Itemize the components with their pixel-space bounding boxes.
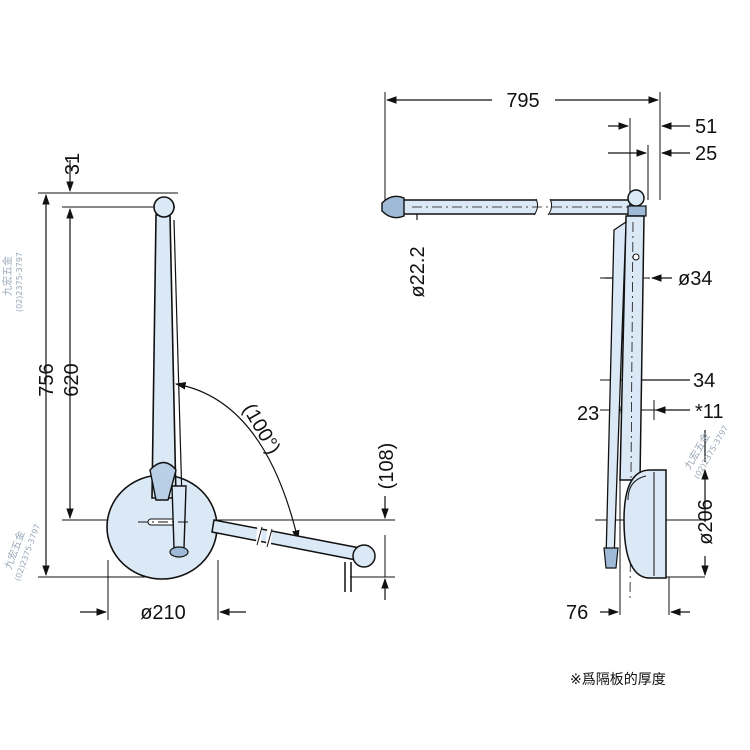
dim-25-label: 25 <box>695 143 717 165</box>
dim-206-label: ø206 <box>695 499 717 545</box>
dim-620-label: 620 <box>61 363 83 396</box>
dim-100deg-label: (100°) <box>238 400 284 458</box>
svg-text:九宏五金: 九宏五金 <box>1 256 14 296</box>
dim-210-label: ø210 <box>140 602 186 624</box>
svg-text:(02)2375-3797: (02)2375-3797 <box>15 252 24 312</box>
dim-23-label: 23 <box>577 403 599 425</box>
dim-795-label: 795 <box>506 90 539 112</box>
footnote: ※爲隔板的厚度 <box>570 672 666 688</box>
dim-34-dia-label: ø34 <box>678 268 712 290</box>
horizontal-rod <box>381 195 631 219</box>
watermark-right: 九宏五金 (02)2375-3797 <box>681 424 730 480</box>
dim-22-2-label: ø22.2 <box>407 246 429 297</box>
dim-11-label: *11 <box>695 401 724 423</box>
side-dimension-lines <box>385 96 709 616</box>
side-base-disc <box>623 469 667 579</box>
dim-108-label: (108) <box>376 443 398 490</box>
dim-34-label: 34 <box>693 370 715 392</box>
dim-51-label: 51 <box>695 116 717 138</box>
vertical-arm <box>149 196 189 558</box>
watermark-left-bottom: 九宏五金 (02)2375-3797 <box>2 523 42 582</box>
dim-756-label: 756 <box>36 363 58 396</box>
side-vertical-arm <box>603 189 647 601</box>
front-view: 31 756 620 (100°) (108) ø210 <box>36 153 398 624</box>
dim-76-label: 76 <box>566 602 588 624</box>
side-view: 795 51 25 ø22.2 ø34 34 23 *11 ø206 76 <box>381 90 724 624</box>
dim-31-label: 31 <box>62 153 84 175</box>
watermark-left-top: 九宏五金 (02)2375-3797 <box>1 252 24 312</box>
front-dimension-lines <box>42 160 389 616</box>
swing-rod <box>211 519 376 592</box>
